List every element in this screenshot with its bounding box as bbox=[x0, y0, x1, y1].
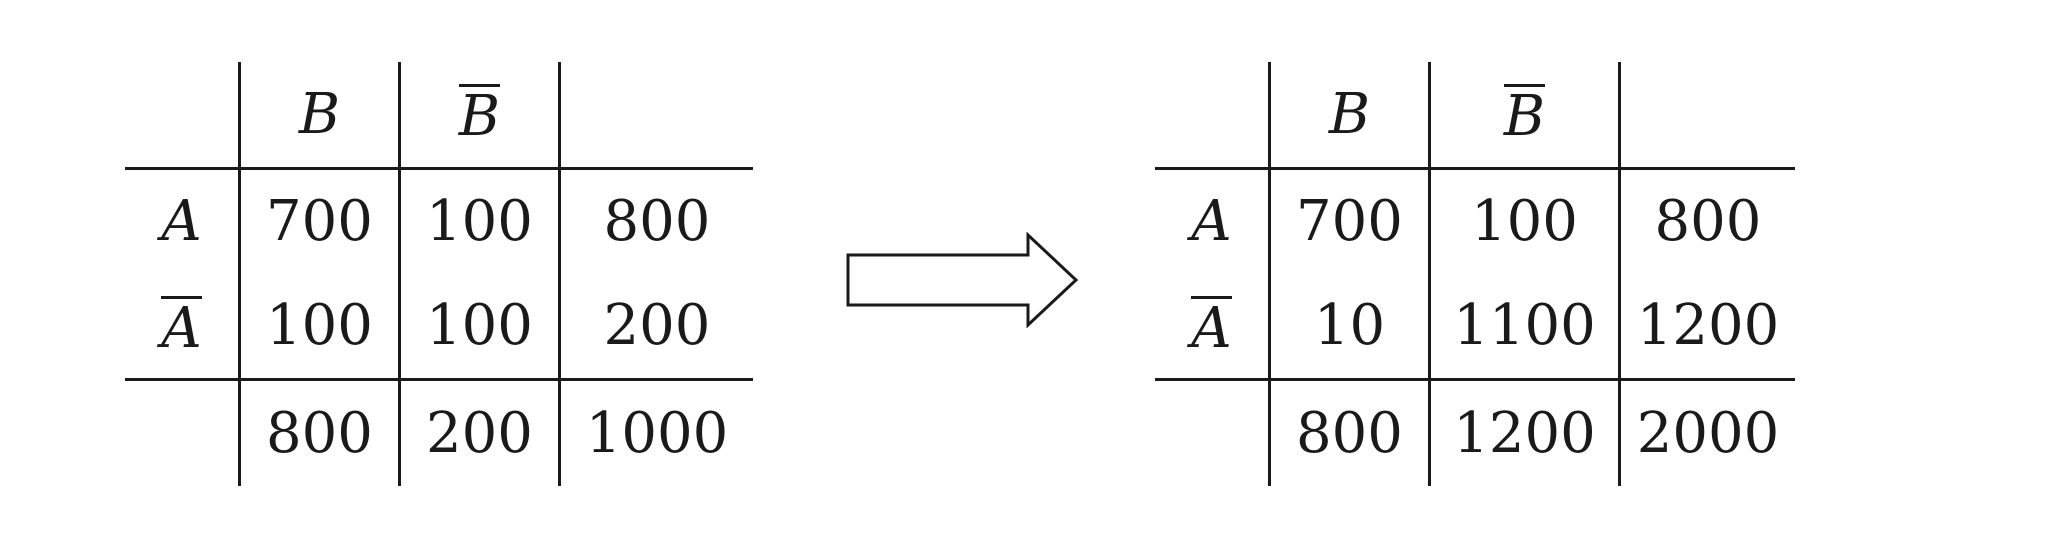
table-cell: 800 bbox=[603, 189, 711, 254]
total-cell: 1200 bbox=[1453, 400, 1596, 466]
contingency-table-before: B B A 700 100 800 A 100 100 200 800 200 … bbox=[125, 62, 753, 486]
column-divider bbox=[1268, 62, 1271, 486]
column-divider bbox=[398, 62, 401, 486]
table-cell: 100 bbox=[1471, 189, 1578, 254]
total-cell: 800 bbox=[266, 400, 373, 466]
column-divider bbox=[1428, 62, 1431, 486]
total-rule bbox=[125, 378, 753, 381]
table-cell: 1200 bbox=[1636, 293, 1780, 358]
total-rule bbox=[1155, 378, 1795, 381]
total-cell: 800 bbox=[1296, 400, 1403, 466]
column-divider bbox=[238, 62, 241, 486]
table-cell: 700 bbox=[266, 189, 373, 254]
table-cell: 700 bbox=[1296, 189, 1403, 254]
col-header-b: B bbox=[1328, 81, 1371, 147]
row-header-a: A bbox=[161, 189, 202, 254]
col-header-not-b: B bbox=[458, 84, 501, 149]
column-divider bbox=[1618, 62, 1621, 486]
table-cell: 100 bbox=[426, 293, 533, 358]
table-cell: 200 bbox=[603, 293, 711, 358]
table-cell: 800 bbox=[1654, 189, 1762, 254]
contingency-table-after: B B A 700 100 800 A 10 1100 1200 800 120… bbox=[1155, 62, 1795, 486]
column-divider bbox=[558, 62, 561, 486]
grand-total-cell: 2000 bbox=[1636, 400, 1780, 466]
table-cell: 10 bbox=[1313, 293, 1386, 358]
right-arrow-icon bbox=[846, 232, 1079, 328]
grand-total-cell: 1000 bbox=[585, 400, 729, 466]
total-cell: 200 bbox=[426, 400, 533, 466]
row-header-a: A bbox=[1191, 189, 1232, 254]
table-cell: 100 bbox=[426, 189, 533, 254]
row-header-not-a: A bbox=[1191, 295, 1232, 361]
col-header-not-b: B bbox=[1503, 84, 1546, 149]
row-header-not-a: A bbox=[161, 295, 202, 361]
table-cell: 1100 bbox=[1453, 293, 1596, 358]
col-header-b: B bbox=[298, 81, 341, 147]
table-cell: 100 bbox=[266, 293, 373, 358]
header-rule bbox=[125, 167, 753, 170]
header-rule bbox=[1155, 167, 1795, 170]
